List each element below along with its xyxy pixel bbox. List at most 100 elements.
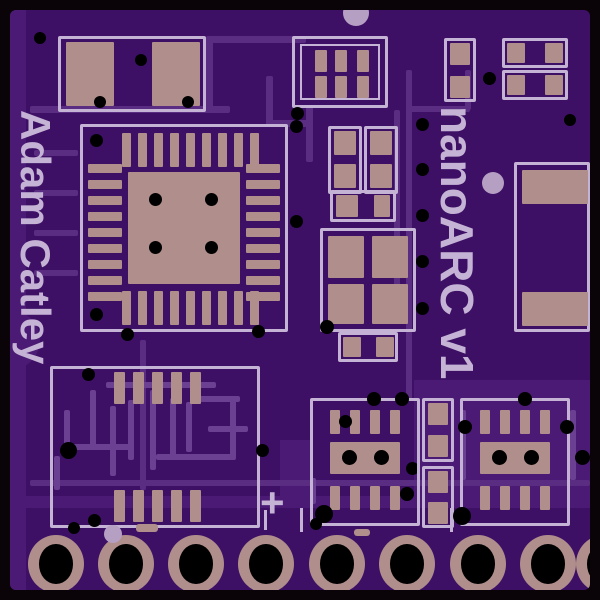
- pad-dfn-r-top-2: [500, 410, 510, 434]
- trace-u2-j: [156, 454, 236, 460]
- pad-u1-bottom-8: [234, 291, 243, 325]
- pad-u1-left-7: [88, 260, 122, 269]
- via-quad-corner: [320, 320, 334, 334]
- via-right-col-6: [406, 462, 419, 475]
- via-u1-outer-bl2: [121, 328, 134, 341]
- pad-center-pass-1-b: [334, 164, 356, 188]
- silk-polarity-marker: +: [260, 479, 285, 526]
- footprint-outline-passive-r1: [444, 38, 476, 102]
- pad-quad-3: [328, 284, 364, 324]
- pad-sot23-2: [335, 50, 347, 72]
- pad-quad-4: [372, 284, 408, 324]
- pad-u1-left-3: [88, 196, 122, 205]
- via-dfn-r-c: [560, 420, 574, 434]
- pad-passive-r3-b: [545, 75, 563, 95]
- pad-passive-r1-a: [450, 43, 470, 65]
- trace-right-vert-1: [394, 110, 400, 310]
- via-u2-d: [256, 444, 269, 457]
- trace-u2-f: [128, 400, 134, 460]
- pad-u1-top-5: [186, 133, 195, 167]
- via-top-left-c: [182, 96, 194, 108]
- pad-u1-left-9: [88, 292, 122, 301]
- via-u1-corner-tl: [90, 134, 103, 147]
- via-thermal-3: [149, 241, 162, 254]
- pad-u1-top-3: [154, 133, 163, 167]
- pad-u1-bottom-7: [218, 291, 227, 325]
- thermal-pad-dfn-right: [480, 442, 550, 474]
- pad-dfn-l-bot-1: [330, 486, 340, 510]
- trace-u2-e: [110, 406, 116, 476]
- pad-dfn-r-bot-2: [500, 486, 510, 510]
- via-bottom-edge-2: [310, 518, 322, 530]
- pad-top-left-2: [152, 42, 200, 106]
- test-point-right: [482, 172, 504, 194]
- pad-dfn-r-top-3: [520, 410, 530, 434]
- pad-u2-top-3: [152, 372, 163, 404]
- pad-u1-right-2: [246, 180, 280, 189]
- pad-u1-bottom-4: [170, 291, 179, 325]
- pad-sot23-6: [357, 76, 369, 98]
- copper-pour-left: [10, 10, 26, 590]
- via-right-col-4: [416, 255, 429, 268]
- silk-text-product: nanoARC v1: [431, 106, 483, 380]
- trace-br-2: [460, 410, 466, 480]
- pad-u1-top-1: [122, 133, 131, 167]
- via-dfn-r-a: [518, 392, 532, 406]
- pad-quad-2: [372, 236, 408, 278]
- pad-u2-bottom-2: [133, 490, 144, 522]
- pad-center-strip-2: [428, 435, 448, 457]
- trace-br-1: [310, 478, 316, 504]
- via-dfn-l-thermal-2: [374, 450, 389, 465]
- pad-passive-r2-a: [507, 43, 525, 63]
- pad-sot23-4: [315, 76, 327, 98]
- footprint-outline-dfn-right: [460, 398, 570, 526]
- pad-u1-bottom-9: [250, 291, 259, 325]
- footprint-outline-center-pass-3: [330, 190, 396, 222]
- through-hole-pad-1: [28, 535, 84, 590]
- pad-center-strip-3: [428, 471, 448, 493]
- footprint-outline-passive-r3: [502, 70, 568, 100]
- trace-left-ic-2: [34, 190, 78, 196]
- trace-left-ic-3: [34, 230, 78, 236]
- through-hole-pad-5: [309, 535, 365, 590]
- trace-u2-c: [90, 390, 96, 450]
- pad-dfn-r-bot-4: [540, 486, 550, 510]
- pad-sot23-1: [315, 50, 327, 72]
- trace-top-horizontal-2: [210, 36, 306, 43]
- pad-center-pass-2-a: [370, 131, 392, 155]
- pad-center-pass-3-b: [374, 195, 390, 217]
- trace-u2-l: [196, 396, 240, 402]
- footprint-outline-passive-r2: [502, 38, 568, 68]
- footprint-outline-dfn-left: [310, 398, 420, 526]
- pad-u1-right-6: [246, 244, 280, 253]
- trace-u2-a: [64, 410, 70, 450]
- via-right-col-1: [416, 118, 429, 131]
- pad-dfn-l-bot-2: [350, 486, 360, 510]
- trace-top-diag-1: [206, 36, 213, 112]
- pad-top-edge-semicircle: [343, 10, 369, 26]
- pad-center-pass-2-b: [370, 164, 392, 188]
- pad-u2-top-1: [114, 372, 125, 404]
- via-u1-outer-bl3: [252, 325, 265, 338]
- via-u1-corner-bl: [90, 308, 103, 321]
- footprint-outline-sot23: [292, 36, 388, 108]
- pad-dfn-r-bot-1: [480, 486, 490, 510]
- silk-divider-bottom-1: [264, 510, 267, 530]
- pad-dfn-r-top-1: [480, 410, 490, 434]
- pad-center-strip-4: [428, 502, 448, 524]
- footprint-outline-center-strip: [422, 398, 454, 462]
- pad-dfn-l-bot-4: [390, 486, 400, 510]
- trace-left-ic-1: [34, 150, 78, 156]
- via-dfn-r-thermal-2: [524, 450, 539, 465]
- pad-u1-left-1: [88, 164, 122, 173]
- pad-u1-bottom-2: [138, 291, 147, 325]
- via-dfn-r-b: [458, 420, 472, 434]
- pad-passive-r2-b: [545, 43, 563, 63]
- through-hole-pad-6: [379, 535, 435, 590]
- pad-small-bottom-2: [354, 529, 370, 536]
- pad-u1-left-8: [88, 276, 122, 285]
- pad-center-pass-4-a: [343, 337, 361, 357]
- pad-u1-right-8: [246, 276, 280, 285]
- through-hole-pad-8: [520, 535, 576, 590]
- silk-text-designer: Adam Catley: [12, 110, 59, 365]
